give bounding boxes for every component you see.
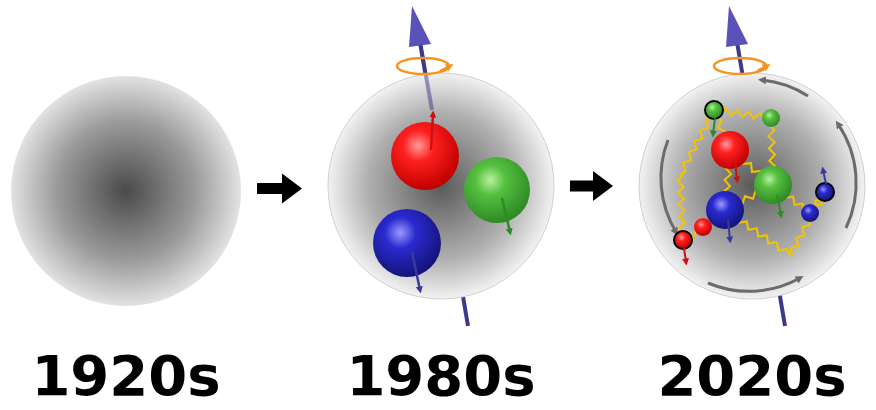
era-label: 2020s [657, 348, 846, 404]
proton-model: 1980s [328, 73, 554, 299]
progress-arrow [257, 174, 302, 204]
proton-sphere [328, 73, 554, 299]
green-quark [464, 157, 530, 223]
spin-arrowhead [409, 6, 431, 47]
blue-quark [706, 191, 744, 229]
era-label: 1920s [31, 348, 220, 404]
era-label: 1980s [346, 348, 535, 404]
proton-blob [11, 76, 241, 306]
gluon [680, 109, 714, 175]
red-quark [391, 122, 459, 190]
green-quark [754, 166, 792, 204]
gluon-lines [677, 109, 825, 257]
blue-quark [373, 209, 441, 277]
sea-quark [816, 183, 834, 201]
spin-ring [397, 58, 449, 74]
proton-model: 1920s [11, 76, 241, 306]
red-quark [711, 131, 749, 169]
spin-ring [714, 58, 766, 74]
spin-arrowhead [726, 6, 748, 47]
progress-arrow [570, 171, 613, 201]
orbital-arrows [661, 80, 856, 291]
sea-quark [694, 218, 712, 236]
sea-quark [762, 109, 780, 127]
proton-model: 2020s [639, 73, 865, 299]
sea-quark [674, 231, 692, 249]
sea-quark [705, 101, 723, 119]
gluon [790, 192, 825, 257]
sea-quark [801, 204, 819, 222]
small-spin-arrows [684, 118, 826, 262]
proton-sphere [639, 73, 865, 299]
